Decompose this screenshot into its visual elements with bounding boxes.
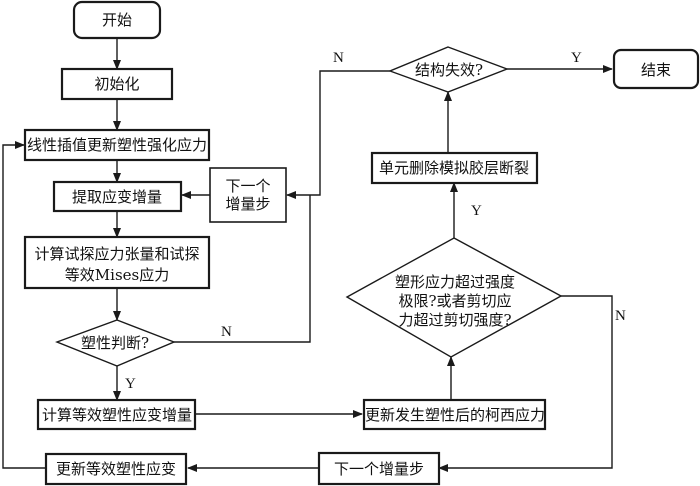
edge-plastic-no xyxy=(174,195,311,343)
node-start-label: 开始 xyxy=(102,11,132,29)
label-failure-yes: Y xyxy=(571,50,582,66)
node-plastic-check-label: 塑性判断? xyxy=(81,334,149,352)
node-strength-check-label-1: 塑形应力超过强度 xyxy=(395,273,515,291)
node-plastic-check: 塑性判断? xyxy=(55,319,176,367)
node-start: 开始 xyxy=(72,0,162,40)
node-update-eq-plastic-label: 更新等效塑性应变 xyxy=(56,460,176,478)
node-failure-check: 结构失效? xyxy=(388,46,509,93)
node-strength-check: 塑形应力超过强度 极限?或者剪切应 力超过剪切强度? xyxy=(345,237,563,358)
node-delete-element-label: 单元删除模拟胶层断裂 xyxy=(379,159,529,177)
node-delete-element: 单元删除模拟胶层断裂 xyxy=(370,151,539,185)
edge-strength-no xyxy=(438,295,613,472)
node-init-label: 初始化 xyxy=(94,75,139,93)
node-next-step-top: 下一个 增量步 xyxy=(209,167,287,223)
node-strength-check-label-3: 力超过剪切强度? xyxy=(398,311,511,329)
label-plastic-yes: Y xyxy=(125,376,136,392)
edge-loop-back xyxy=(2,141,46,469)
node-next-step-bottom: 下一个增量步 xyxy=(317,451,441,486)
node-update-cauchy: 更新发生塑性后的柯西应力 xyxy=(362,398,547,431)
node-failure-check-label: 结构失效? xyxy=(415,61,483,79)
node-interp: 线性插值更新塑性强化应力 xyxy=(23,128,211,162)
node-calc-eq-plastic-label: 计算等效塑性应变增量 xyxy=(42,406,192,424)
edge-failure-no xyxy=(286,70,390,199)
node-next-step-bottom-label: 下一个增量步 xyxy=(334,460,424,478)
node-update-cauchy-label: 更新发生塑性后的柯西应力 xyxy=(365,406,545,424)
node-strength-check-label-2: 极限?或者剪切应 xyxy=(398,292,511,310)
node-trial-label-2: 等效Mises应力 xyxy=(65,266,169,284)
label-strength-no: N xyxy=(615,308,626,324)
node-trial: 计算试探应力张量和试探 等效Mises应力 xyxy=(23,235,211,290)
label-plastic-no: N xyxy=(221,324,232,340)
node-init: 初始化 xyxy=(60,67,174,101)
node-update-eq-plastic: 更新等效塑性应变 xyxy=(44,452,188,486)
node-next-step-top-label-1: 下一个 xyxy=(225,177,270,195)
label-failure-no: N xyxy=(333,50,344,66)
node-next-step-top-label-2: 增量步 xyxy=(225,195,270,213)
label-strength-yes: Y xyxy=(471,203,482,219)
edges xyxy=(2,38,613,472)
node-interp-label: 线性插值更新塑性强化应力 xyxy=(27,136,207,154)
node-end-label: 结束 xyxy=(641,61,671,79)
node-calc-eq-plastic: 计算等效塑性应变增量 xyxy=(36,398,197,431)
node-extract-label: 提取应变增量 xyxy=(72,188,162,206)
node-extract: 提取应变增量 xyxy=(52,180,183,213)
node-end: 结束 xyxy=(612,48,700,90)
node-trial-label-1: 计算试探应力张量和试探 xyxy=(34,245,199,263)
